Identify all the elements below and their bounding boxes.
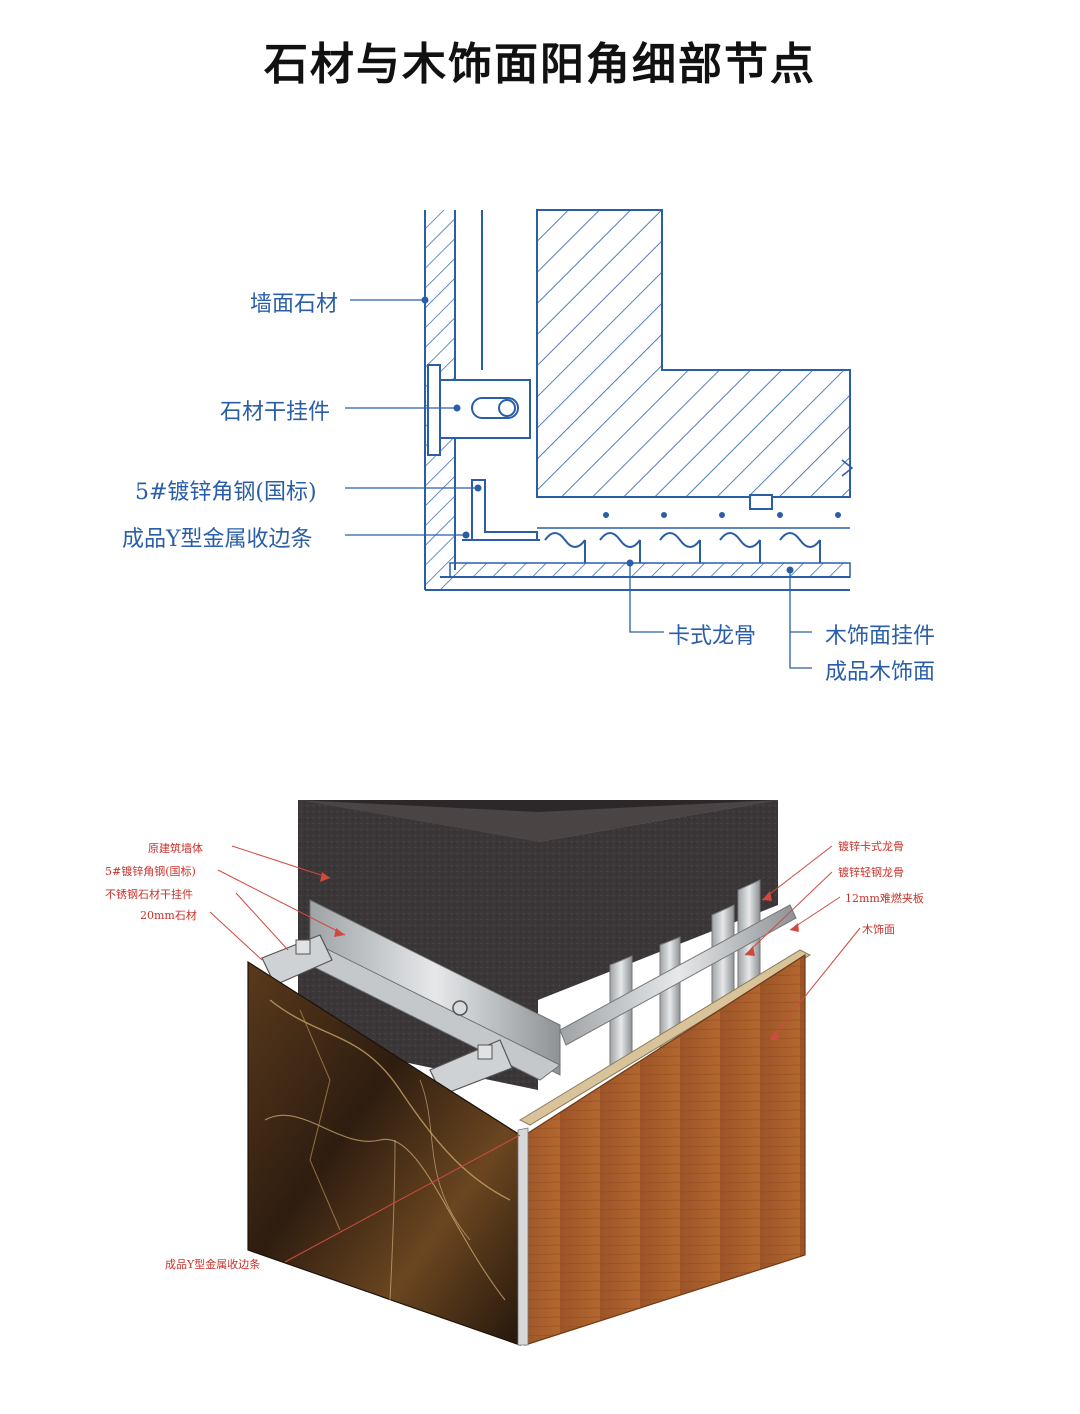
label-wood-hanger: 木饰面挂件 bbox=[825, 624, 936, 649]
iso-leader-arrows bbox=[320, 872, 799, 1040]
label-iso-wood-finish: 木饰面 bbox=[862, 923, 895, 936]
label-stone-20mm: 20mm石材 bbox=[140, 909, 197, 922]
label-clip-keel: 卡式龙骨 bbox=[668, 624, 757, 649]
original-wall-block bbox=[298, 800, 778, 1090]
label-stainless-hanger: 不锈钢石材干挂件 bbox=[105, 888, 193, 901]
marble-stone-panel bbox=[247, 960, 521, 1346]
label-iso-y-trim: 成品Y型金属收边条 bbox=[165, 1258, 261, 1271]
label-stone-wall: 墙面石材 bbox=[250, 292, 339, 317]
label-original-wall: 原建筑墙体 bbox=[148, 842, 203, 855]
wood-finish-panel bbox=[524, 953, 806, 1346]
angle-steel-section bbox=[462, 479, 540, 541]
label-galv-clip-keel: 镀锌卡式龙骨 bbox=[838, 840, 904, 853]
structural-wall bbox=[536, 209, 854, 498]
stone-hanger-bracket bbox=[427, 364, 531, 456]
section-drawing bbox=[345, 209, 854, 669]
section-leader-dots bbox=[421, 296, 794, 574]
section-leaders bbox=[345, 299, 812, 669]
y-trim-corner bbox=[517, 1127, 529, 1346]
label-wood-finish: 成品木饰面 bbox=[825, 660, 936, 685]
label-angle-steel: 5#镀锌角钢(国标) bbox=[135, 480, 317, 505]
page-title: 石材与木饰面阳角细部节点 bbox=[264, 39, 816, 90]
angle-steel-bar bbox=[298, 899, 561, 1081]
fire-board bbox=[518, 949, 812, 1126]
label-galv-light-keel: 镀锌轻钢龙骨 bbox=[838, 866, 904, 879]
stone-hanger-brackets bbox=[261, 934, 513, 1096]
iso-leaders bbox=[209, 845, 861, 1263]
label-iso-angle-steel: 5#镀锌角钢(国标) bbox=[105, 865, 196, 878]
wood-finish-layers bbox=[425, 494, 851, 591]
label-stone-hanger: 石材干挂件 bbox=[220, 400, 331, 425]
label-y-trim: 成品Y型金属收边条 bbox=[122, 527, 313, 552]
label-fire-board: 12mm难燃夹板 bbox=[845, 892, 924, 905]
light-steel-keels bbox=[559, 879, 797, 1071]
